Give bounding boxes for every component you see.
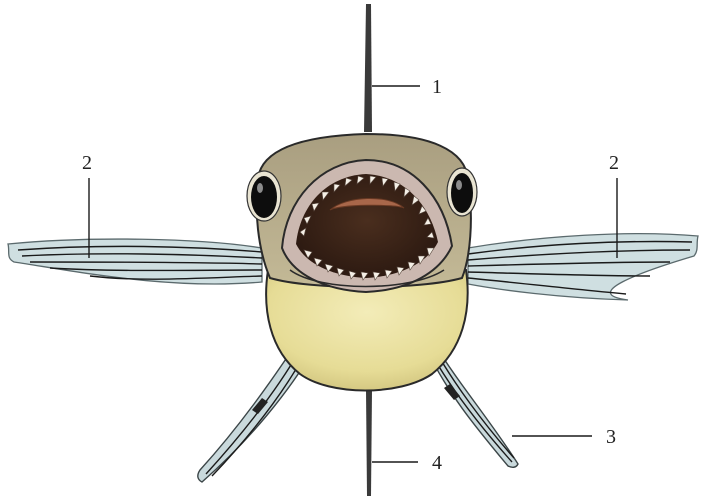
- dorsal-fin: [364, 4, 372, 132]
- right-pectoral-fin: [468, 234, 698, 300]
- left-pectoral-fin: [8, 239, 262, 284]
- left-eye: [247, 171, 281, 221]
- callout-1: 1: [432, 76, 442, 98]
- callout-4: 4: [432, 452, 442, 474]
- anal-fin: [366, 390, 372, 496]
- callout-2-left: 2: [82, 152, 92, 174]
- right-eye: [447, 168, 477, 216]
- callout-3: 3: [606, 426, 616, 448]
- callout-2-right: 2: [609, 152, 619, 174]
